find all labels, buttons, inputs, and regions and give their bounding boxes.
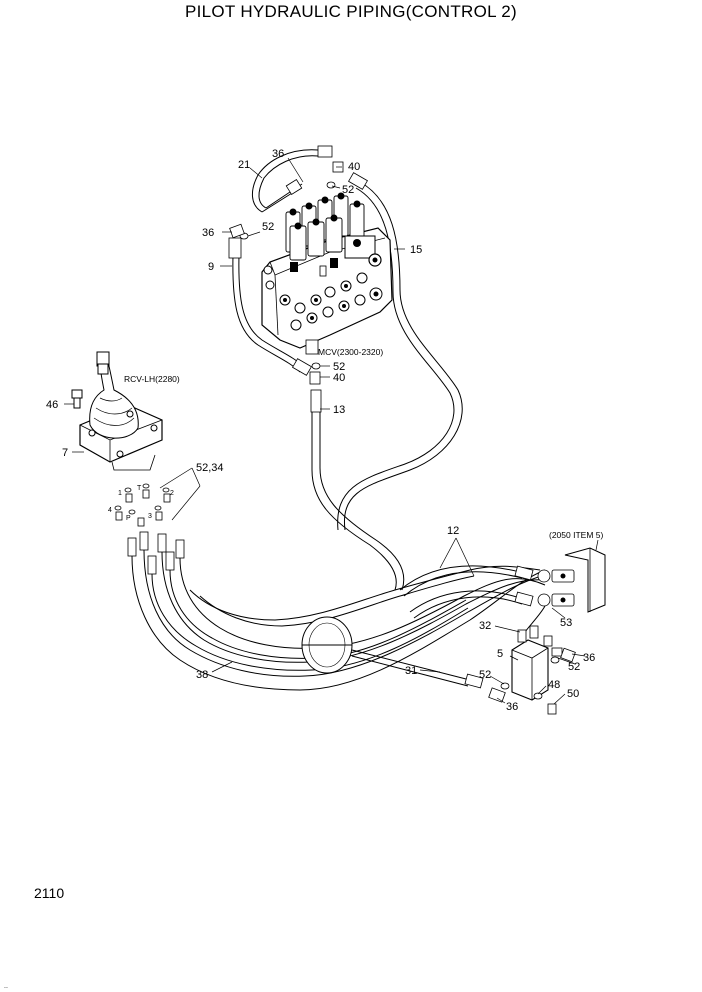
callout-38: 38 [196, 669, 208, 681]
hose-13 [310, 389, 405, 591]
callout-15: 15 [410, 244, 422, 256]
hose-12 [399, 565, 534, 619]
port-label-1: 1 [118, 490, 122, 497]
callout-32: 32 [479, 620, 491, 632]
callout-36: 36 [506, 701, 518, 713]
hose-9 [228, 237, 312, 376]
callout-36: 36 [272, 148, 284, 160]
bracket-ref-label: (2050 ITEM 5) [549, 530, 603, 540]
leader-lines [64, 157, 599, 705]
fittings-valve [488, 647, 576, 715]
page-title: PILOT HYDRAULIC PIPING(CONTROL 2) [184, 2, 517, 21]
bracket [537, 547, 606, 613]
rcv-label: RCV-LH(2280) [124, 374, 180, 384]
rcv-joystick [79, 351, 163, 471]
callout-36: 36 [583, 652, 595, 664]
callout-50: 50 [567, 688, 579, 700]
port-label-3: 3 [148, 513, 152, 520]
hose-bundle-38 [127, 531, 546, 691]
callout-7: 7 [62, 447, 68, 459]
bolt-46 [71, 389, 83, 409]
callout-31: 31 [405, 665, 417, 677]
hose-31 [351, 649, 484, 689]
callout-9: 9 [208, 261, 214, 273]
callout-36: 36 [202, 227, 214, 239]
callout-52: 52 [568, 661, 580, 673]
callout-52-34: 52,34 [196, 462, 224, 474]
valve-block [511, 625, 563, 701]
callout-52: 52 [479, 669, 491, 681]
mcv-label: MCV(2300-2320) [318, 347, 383, 357]
port-label-T: T [137, 485, 142, 492]
port-label-4: 4 [108, 507, 112, 514]
callout-48: 48 [548, 679, 560, 691]
callout-13: 13 [333, 404, 345, 416]
callout-labels: 21 36 40 52 36 52 15 9 MCV(2300-2320) 52… [46, 148, 603, 713]
callout-53: 53 [560, 617, 572, 629]
callout-46: 46 [46, 399, 58, 411]
page-number: 2110 [34, 885, 65, 901]
main-control-valve [261, 192, 393, 355]
port-label-P: P [126, 515, 131, 522]
callout-12: 12 [447, 525, 459, 537]
callout-40: 40 [348, 161, 360, 173]
callout-52: 52 [333, 361, 345, 373]
callout-52: 52 [342, 184, 354, 196]
corner-mark: .. [4, 983, 8, 990]
port-label-2: 2 [170, 490, 174, 497]
port-fittings [114, 483, 171, 527]
callout-21: 21 [238, 159, 250, 171]
callout-40: 40 [333, 372, 345, 384]
callout-52: 52 [262, 221, 274, 233]
callout-5: 5 [497, 648, 503, 660]
